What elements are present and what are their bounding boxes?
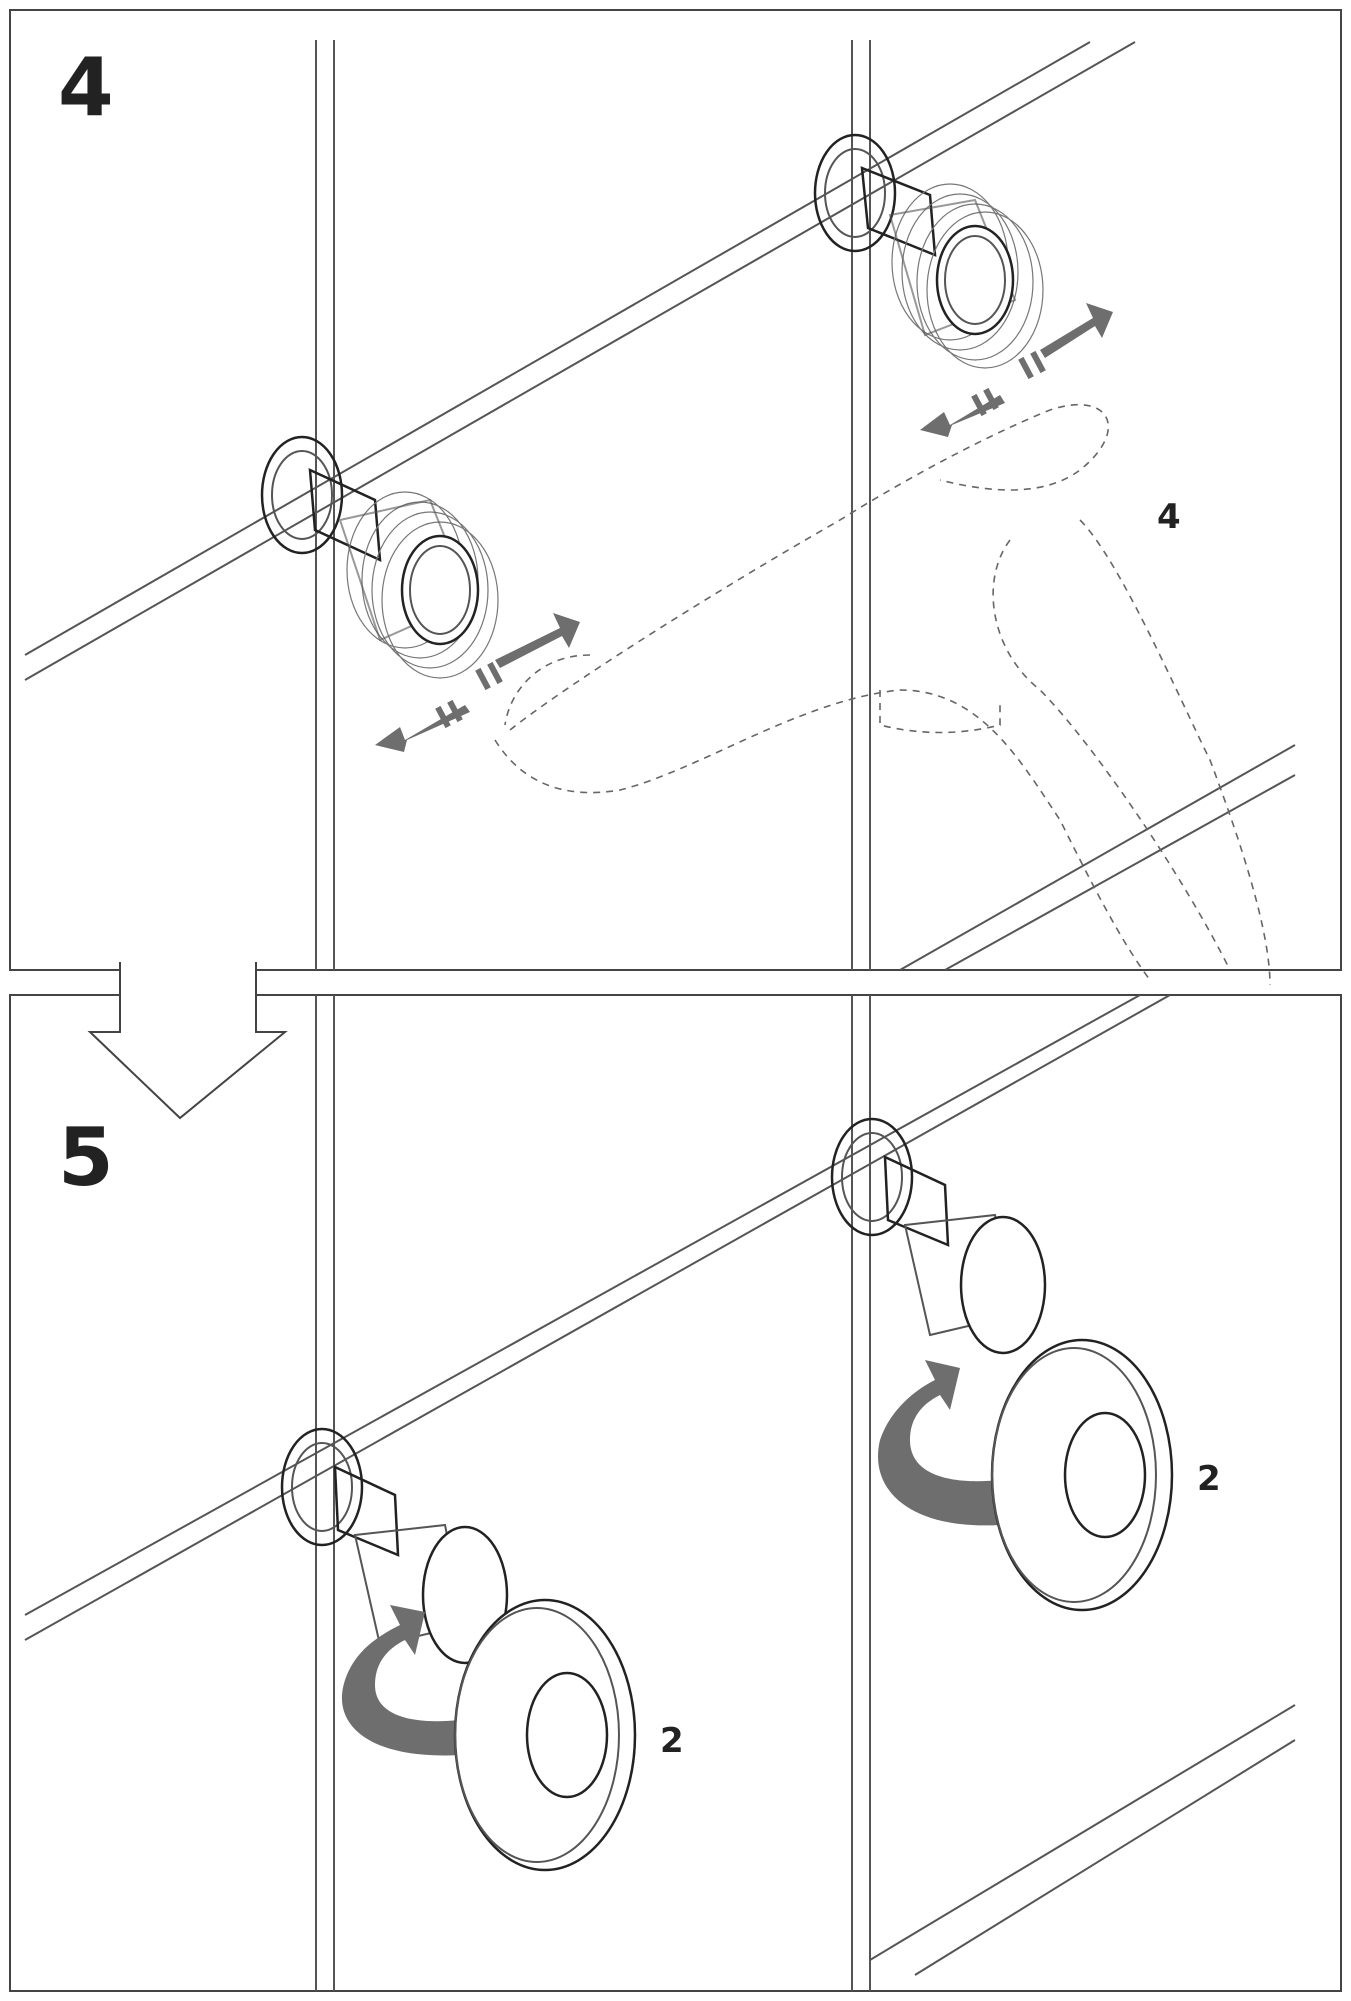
left-fitting-with-rosette: 2 (280, 1427, 684, 1872)
callout-mixer: 4 (1157, 497, 1181, 537)
mixer-outline-dashed (494, 404, 1271, 986)
callout-rosette-right: 2 (1197, 1459, 1221, 1499)
left-eccentric-fitting (260, 435, 499, 679)
right-fitting-with-rosette: 2 (830, 1117, 1221, 1612)
step-4-panel: 4 4 (9, 9, 1342, 986)
step-number-4: 4 (58, 41, 114, 134)
callout-rosette-left: 2 (660, 1721, 684, 1761)
rotate-arrow-icon (341, 1605, 460, 1756)
adjust-arrows-icon (375, 303, 1113, 752)
tile-grid (24, 995, 1296, 1991)
right-fitting-ghosts (891, 183, 1044, 369)
step-5-panel: 2 2 5 (9, 960, 1342, 1992)
down-arrow-icon (87, 960, 288, 1120)
tile-grid (24, 40, 1296, 970)
rotate-arrow-icon (877, 1360, 1000, 1526)
step-number-5: 5 (58, 1111, 114, 1204)
right-eccentric-fitting (813, 133, 1044, 369)
